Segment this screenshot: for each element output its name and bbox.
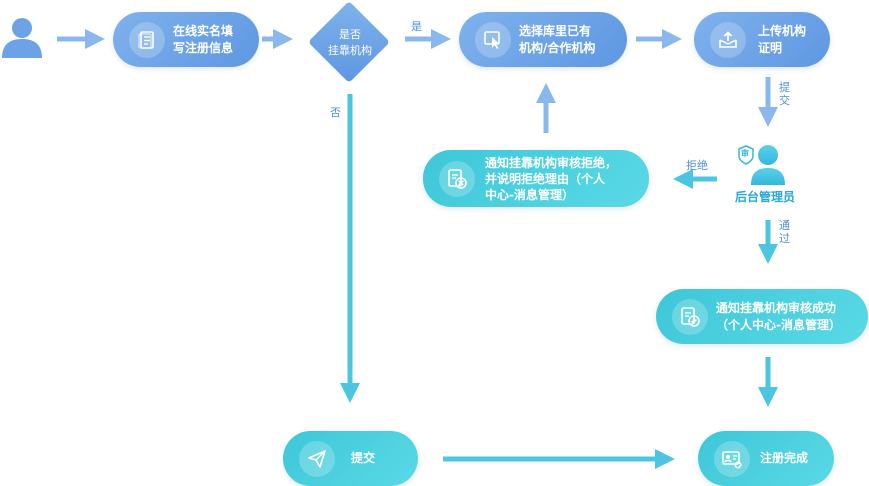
upload-icon xyxy=(710,21,746,58)
decision-is-affiliated: 是否 挂靠机构 xyxy=(307,0,391,84)
node-label: 通知挂靠机构审核拒绝， 并说明拒绝理由（个人 中心-消息管理） xyxy=(485,155,618,202)
node-fill-registration-info: 在线实名填 写注册信息 xyxy=(113,12,259,67)
node-label: 注册完成 xyxy=(760,451,809,465)
label-yes: 是 xyxy=(411,20,422,33)
label-no: 否 xyxy=(330,106,341,119)
node-select-organization: 选择库里已有 机构/合作机构 xyxy=(459,12,627,67)
decision-label: 是否 挂靠机构 xyxy=(328,28,372,57)
approved-document-icon xyxy=(672,298,708,335)
cursor-click-icon xyxy=(475,21,511,58)
node-label: 在线实名填 写注册信息 xyxy=(173,23,234,55)
reject-document-icon xyxy=(439,160,475,197)
admin-label: 后台管理员 xyxy=(735,190,796,204)
node-registration-complete: 注册完成 xyxy=(698,431,834,486)
node-upload-certificate: 上传机构 证明 xyxy=(694,12,830,67)
node-label: 提交 xyxy=(351,451,376,465)
node-label: 上传机构 证明 xyxy=(758,23,807,55)
node-submit: 提交 xyxy=(283,431,418,486)
document-icon xyxy=(129,21,165,58)
label-reject: 拒绝 xyxy=(686,159,708,172)
start-user-icon xyxy=(0,14,44,58)
shield-icon: 审 xyxy=(741,149,749,158)
admin-user-icon: 审 xyxy=(733,141,793,187)
node-notify-success: 通知挂靠机构审核成功 （个人中心-消息管理） xyxy=(656,289,868,344)
paper-plane-icon xyxy=(299,440,335,477)
label-pass-vertical: 通过 xyxy=(779,219,790,245)
node-notify-reject: 通知挂靠机构审核拒绝， 并说明拒绝理由（个人 中心-消息管理） xyxy=(423,150,649,207)
id-card-icon xyxy=(714,440,750,477)
label-submit-vertical: 提交 xyxy=(779,81,790,107)
node-label: 选择库里已有 机构/合作机构 xyxy=(519,23,596,55)
node-label: 通知挂靠机构审核成功 （个人中心-消息管理） xyxy=(716,300,841,332)
